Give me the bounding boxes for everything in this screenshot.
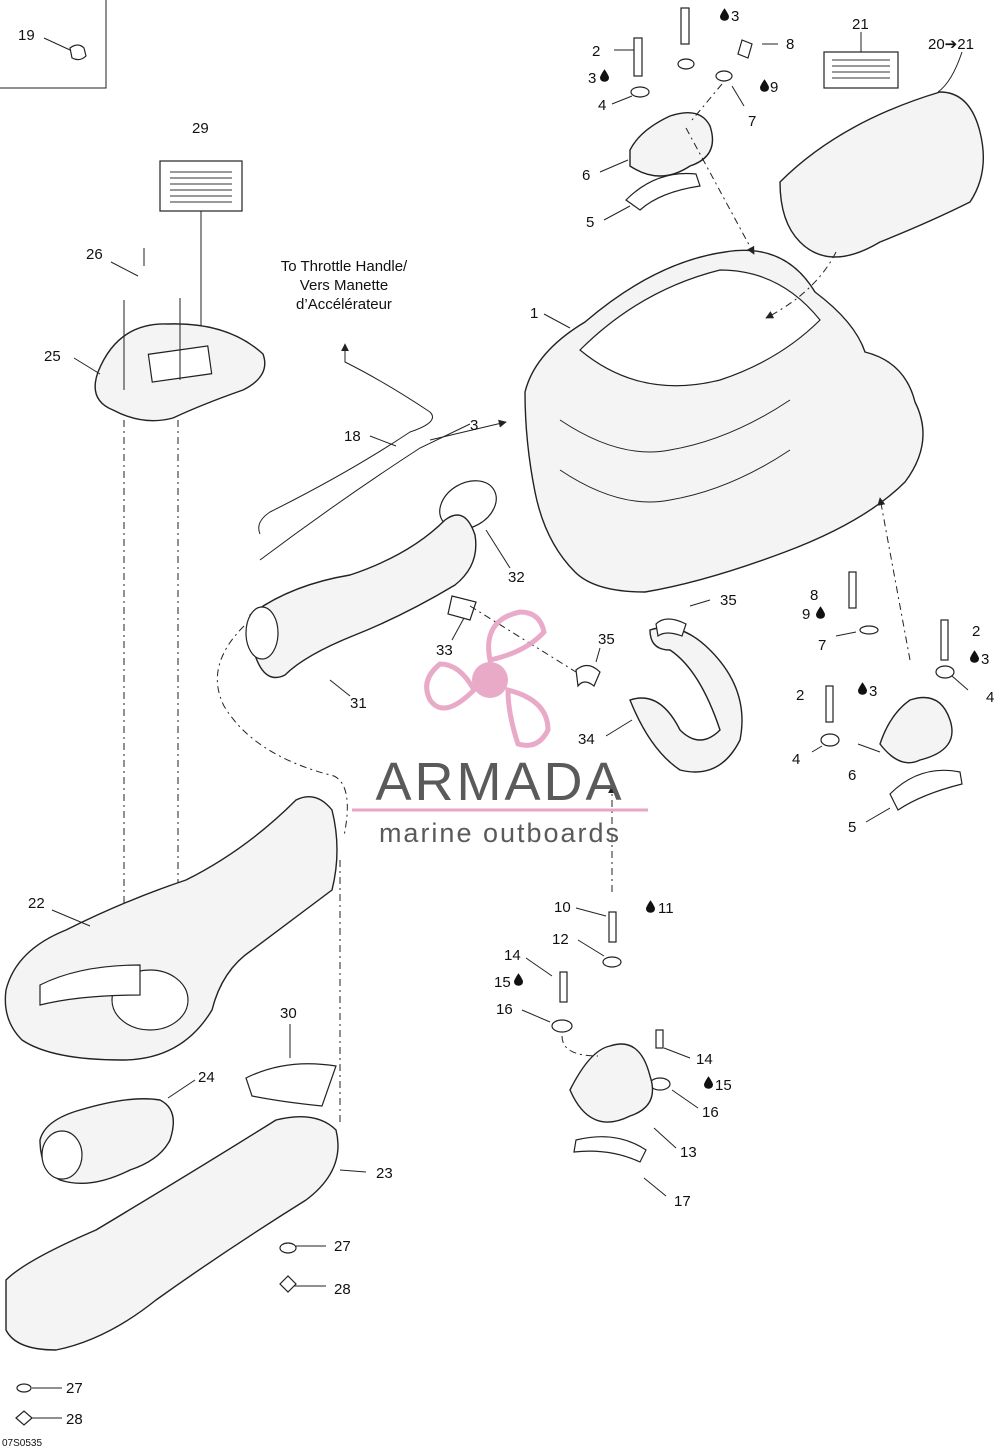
part-27-washer-b[interactable] [16, 1383, 32, 1393]
callout-21: 21 [852, 16, 869, 33]
part-23-airbox-lower[interactable] [5, 1115, 339, 1351]
callout-19: 19 [18, 27, 35, 44]
watermark-brand: ARMADA [375, 752, 624, 812]
callout-8-top: 8 [786, 36, 794, 53]
callout-9-right: 9 [802, 606, 810, 623]
callout-2-right-a: 2 [972, 623, 980, 640]
inset-frame [0, 0, 107, 89]
callout-3-right-b: 3 [869, 683, 877, 700]
part-21-decal[interactable] [823, 51, 899, 89]
part-34-hose[interactable] [629, 626, 743, 773]
callout-15-a: 15 [494, 974, 511, 991]
drawing-code: 07S0535 [2, 1438, 42, 1449]
part-35-clamp-b[interactable] [575, 664, 601, 688]
part-28-nut-b[interactable] [15, 1410, 33, 1426]
part-6-mount-right[interactable] [879, 696, 953, 764]
callout-28-a: 28 [334, 1281, 351, 1298]
callout-17: 17 [674, 1193, 691, 1210]
part-19-clip[interactable] [69, 44, 87, 61]
callout-22: 22 [28, 895, 45, 912]
callout-9-top: 9 [770, 79, 778, 96]
part-5-plate-top[interactable] [625, 172, 701, 211]
throttle-note-line1: To Throttle Handle/ [281, 258, 408, 275]
callout-31: 31 [350, 695, 367, 712]
callout-34: 34 [578, 731, 595, 748]
callout-18: 18 [344, 428, 361, 445]
callout-7-right: 7 [818, 637, 826, 654]
callout-8-right: 8 [810, 587, 818, 604]
callout-10: 10 [554, 899, 571, 916]
callout-5-top: 5 [586, 214, 594, 231]
part-31-intake-hose[interactable] [249, 514, 477, 679]
right-mount-group [811, 497, 969, 823]
callout-14-a: 14 [504, 947, 521, 964]
part-27-washer[interactable] [279, 1242, 297, 1254]
callout-12: 12 [552, 931, 569, 948]
part-17-plate-bottom[interactable] [573, 1136, 647, 1163]
part-6-mount-top[interactable] [629, 112, 714, 177]
callout-14-b: 14 [696, 1051, 713, 1068]
callout-35a: 35 [720, 592, 737, 609]
part-29-decal[interactable] [159, 160, 243, 212]
callout-2-right-b: 2 [796, 687, 804, 704]
callout-3-top-b: 3 [731, 8, 739, 25]
callout-25: 25 [44, 348, 61, 365]
part-20-engine-cover[interactable] [779, 91, 985, 258]
callout-32: 32 [508, 569, 525, 586]
armada-logo [424, 609, 551, 748]
part-35-clamp-a[interactable] [655, 618, 687, 638]
callout-27-b: 27 [66, 1380, 83, 1397]
callout-7-top: 7 [748, 113, 756, 130]
watermark-tagline: marine outboards [379, 818, 621, 848]
callout-6-right: 6 [848, 767, 856, 784]
callout-35b: 35 [598, 631, 615, 648]
callout-4-right-a: 4 [986, 689, 994, 706]
callout-11: 11 [658, 900, 674, 917]
part-28-nut[interactable] [279, 1275, 297, 1293]
callout-16-b: 16 [702, 1104, 719, 1121]
callout-3a: 3 [470, 417, 478, 434]
callout-1: 1 [530, 305, 538, 322]
throttle-arrow [429, 419, 507, 441]
part-30-plate[interactable] [245, 1063, 337, 1107]
callout-3-right-a: 3 [981, 651, 989, 668]
callout-24: 24 [198, 1069, 215, 1086]
throttle-note-line2: Vers Manette [300, 277, 388, 294]
callout-33: 33 [436, 642, 453, 659]
callout-29: 29 [192, 120, 209, 137]
part-13-mount-bottom[interactable] [569, 1043, 654, 1123]
callout-4-right-b: 4 [792, 751, 800, 768]
part-33-fitting[interactable] [447, 595, 477, 621]
callout-27-a: 27 [334, 1238, 351, 1255]
callout-5-right: 5 [848, 819, 856, 836]
part-5-plate-right[interactable] [889, 769, 963, 811]
callout-6-top: 6 [582, 167, 590, 184]
callout-23: 23 [376, 1165, 393, 1182]
callout-28-b: 28 [66, 1411, 83, 1428]
callout-2-top: 2 [592, 43, 600, 60]
callout-20-21: 20➔21 [928, 36, 974, 53]
callout-16-a: 16 [496, 1001, 513, 1018]
callout-26: 26 [86, 246, 103, 263]
callout-30: 30 [280, 1005, 297, 1022]
callout-15-b: 15 [715, 1077, 732, 1094]
callout-4-top: 4 [598, 97, 606, 114]
callout-3-top: 3 [588, 70, 596, 87]
bottom-mount-group [521, 785, 699, 1197]
throttle-note-line3: d’Accélérateur [296, 296, 392, 313]
callout-13: 13 [680, 1144, 697, 1161]
top-mount-group [599, 7, 778, 255]
